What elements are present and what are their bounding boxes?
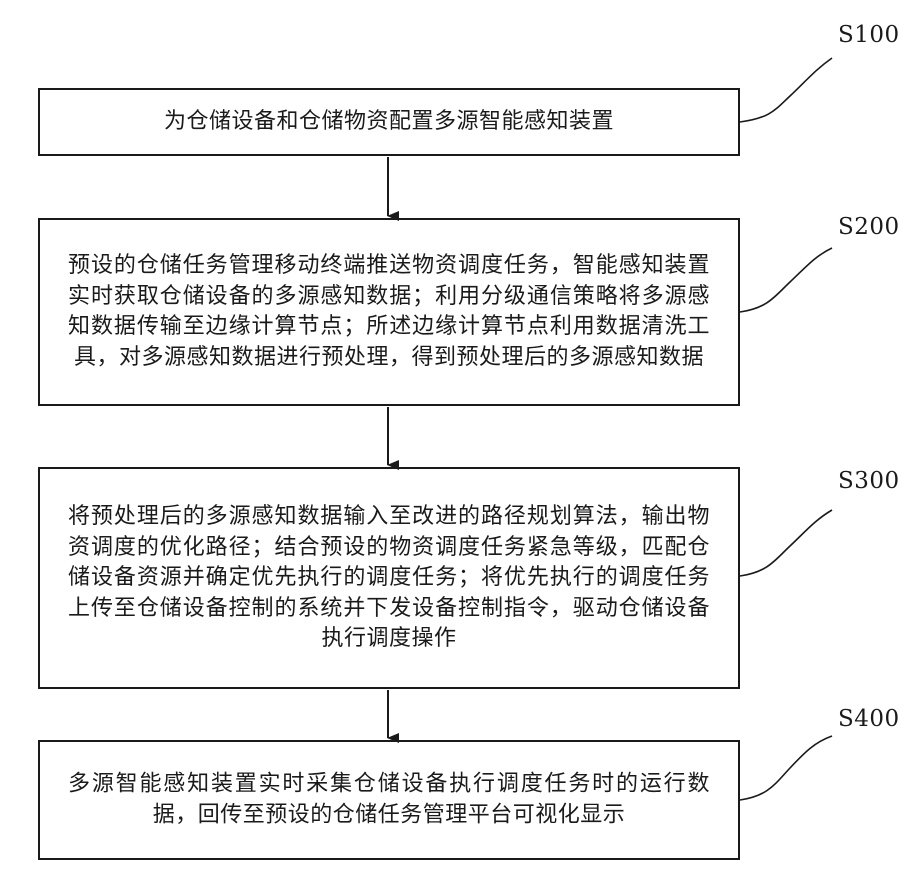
- leader-line-s100: [740, 58, 832, 122]
- leader-line-s300: [740, 510, 832, 576]
- leader-line-s200: [740, 248, 832, 312]
- leader-line-s400: [740, 736, 832, 800]
